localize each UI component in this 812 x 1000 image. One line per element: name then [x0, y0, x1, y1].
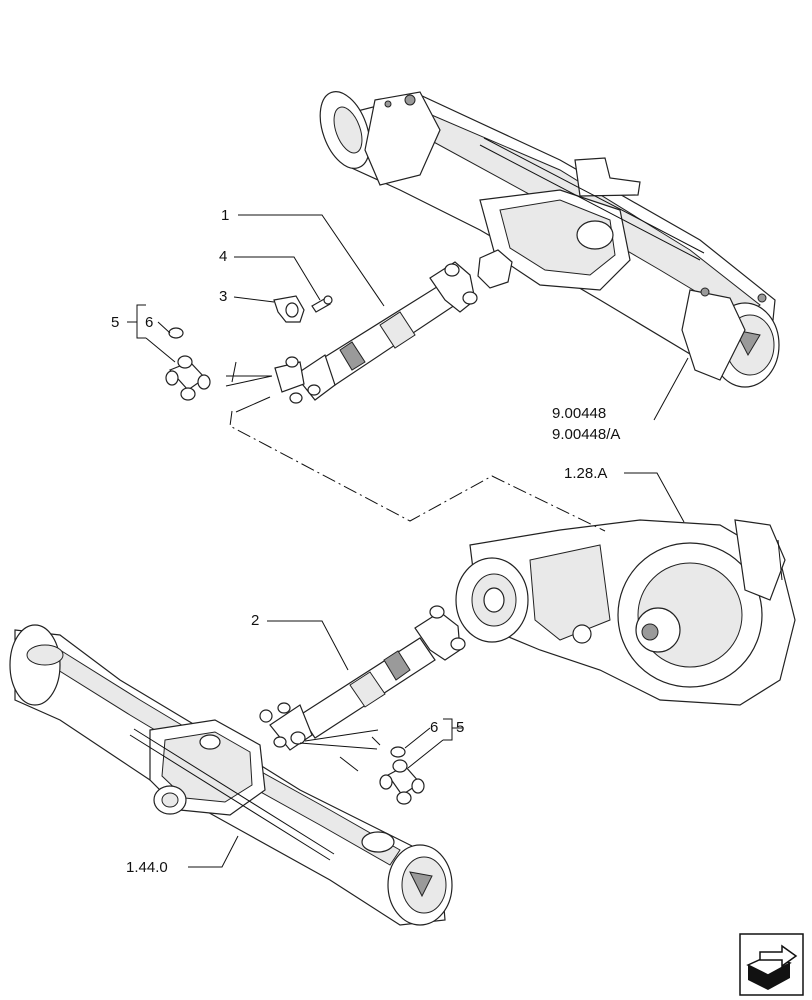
rear-axle-assembly — [9, 624, 453, 926]
callout-1: 1 — [221, 207, 229, 224]
callout-4: 4 — [219, 248, 227, 265]
callout-ref-rear-axle: 1.44.0 — [126, 859, 168, 876]
universal-joint-cross-top — [165, 355, 211, 401]
callout-ref-transmission: 1.28.A — [564, 465, 607, 482]
callout-6-bottom: 6 — [430, 719, 438, 736]
driveshaft-2 — [259, 605, 466, 751]
driveshaft-1 — [274, 261, 478, 404]
snap-ring-bottom — [390, 746, 406, 758]
front-axle-assembly — [319, 91, 780, 388]
callout-ref-front-axle-2: 9.00448/A — [552, 426, 620, 443]
callout-5-bottom: 5 — [456, 719, 464, 736]
next-page-arrow-icon[interactable] — [739, 933, 804, 996]
leader-lines — [127, 214, 689, 868]
clamp-3 — [273, 295, 305, 323]
snap-ring-top — [168, 327, 184, 339]
callout-ref-front-axle-1: 9.00448 — [552, 405, 606, 422]
bolt-4 — [311, 295, 333, 313]
transmission-assembly — [455, 519, 796, 706]
callout-6-top: 6 — [145, 314, 153, 331]
universal-joint-cross-bottom — [379, 759, 425, 805]
callout-5-top: 5 — [111, 314, 119, 331]
callout-2: 2 — [251, 612, 259, 629]
callout-3: 3 — [219, 288, 227, 305]
